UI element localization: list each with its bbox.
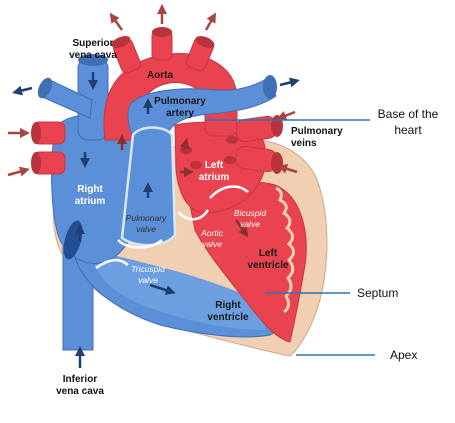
pv-in-arrow-4 bbox=[277, 164, 298, 174]
label-pulmonary-veins-line2: veins bbox=[291, 138, 317, 149]
label-pulmonary-valve-line2: valve bbox=[136, 224, 156, 234]
la-vein-opening-4 bbox=[224, 156, 236, 164]
label-left-ventricle-line2: ventricle bbox=[247, 260, 289, 271]
label-right-atrium-line1: Right bbox=[77, 184, 103, 195]
aorta-flow-arrow-3 bbox=[204, 12, 216, 31]
pulmonary-valve-marker bbox=[117, 238, 163, 249]
callout-base-of-heart-line1: Base of the bbox=[378, 107, 439, 121]
tricuspid-valve-marker bbox=[95, 258, 129, 270]
label-right-atrium-line2: atrium bbox=[75, 196, 106, 207]
label-left-atrium-line2: atrium bbox=[199, 172, 230, 183]
label-inferior-vena-cava-line1: Inferior bbox=[63, 374, 98, 385]
left-ventricle-chamber bbox=[189, 181, 307, 343]
label-tricuspid-valve-line1: Tricuspid bbox=[131, 264, 165, 274]
la-vein-opening-1 bbox=[180, 146, 192, 154]
pulmonary-vein-left-upper-opening bbox=[31, 122, 41, 144]
label-pulmonary-veins-line1: Pulmonary bbox=[291, 126, 343, 137]
pv-in-arrow-3 bbox=[276, 110, 296, 121]
pa-out-arrow-left bbox=[12, 85, 33, 96]
pulmonary-vein-left-lower-opening bbox=[31, 152, 41, 174]
aorta-branch-3-opening bbox=[195, 36, 215, 48]
label-right-ventricle-line2: ventricle bbox=[207, 312, 249, 323]
la-vein-opening-3 bbox=[226, 136, 238, 144]
label-right-ventricle-line1: Right bbox=[215, 300, 241, 311]
svc-opening bbox=[78, 54, 108, 66]
label-bicuspid-valve-line1: Bicuspid bbox=[234, 208, 266, 218]
label-aortic-valve-line2: valve bbox=[202, 239, 222, 249]
label-left-ventricle-line1: Left bbox=[259, 248, 278, 259]
label-tricuspid-valve-line2: valve bbox=[138, 275, 158, 285]
aorta-flow-arrow-1 bbox=[109, 12, 124, 31]
label-pulmonary-artery-line1: Pulmonary bbox=[154, 96, 206, 107]
pulmonary-vein-right-lower-opening bbox=[271, 152, 283, 174]
pa-out-arrow-right bbox=[279, 77, 300, 88]
aorta-branch-1-opening bbox=[111, 36, 131, 48]
la-flow-arrow-1 bbox=[179, 138, 190, 151]
label-superior-vena-cava-line1: Superior bbox=[72, 38, 113, 49]
label-pulmonary-artery-line2: artery bbox=[166, 108, 194, 119]
callout-septum: Septum bbox=[357, 286, 398, 300]
callout-apex: Apex bbox=[390, 348, 417, 362]
right-ventricle-inner bbox=[95, 250, 270, 330]
pulmonary-artery-left-opening bbox=[37, 77, 53, 99]
label-left-atrium-line1: Left bbox=[205, 160, 224, 171]
aorta-branch-2-opening bbox=[152, 27, 172, 37]
label-superior-vena-cava-line2: vena cava bbox=[69, 50, 117, 61]
label-bicuspid-valve-line2: valve bbox=[240, 219, 260, 229]
lv-flow-arrow bbox=[234, 219, 249, 238]
label-inferior-vena-cava-line2: vena cava bbox=[56, 386, 104, 397]
left-ventricle-trabeculae bbox=[275, 186, 295, 314]
label-pulmonary-valve-line1: Pulmonary bbox=[126, 213, 167, 223]
pv-in-arrow-2 bbox=[7, 166, 30, 177]
label-aortic-valve-line1: Aortic bbox=[200, 228, 223, 238]
pulmonary-artery-right-opening bbox=[263, 75, 277, 99]
callout-base-of-heart-line2: heart bbox=[394, 123, 422, 137]
bicuspid-valve-marker bbox=[209, 185, 249, 199]
aortic-valve-marker bbox=[177, 209, 210, 221]
rv-flow-arrow bbox=[149, 283, 176, 295]
label-aorta: Aorta bbox=[147, 70, 174, 81]
la-vein-opening-2 bbox=[190, 161, 202, 169]
